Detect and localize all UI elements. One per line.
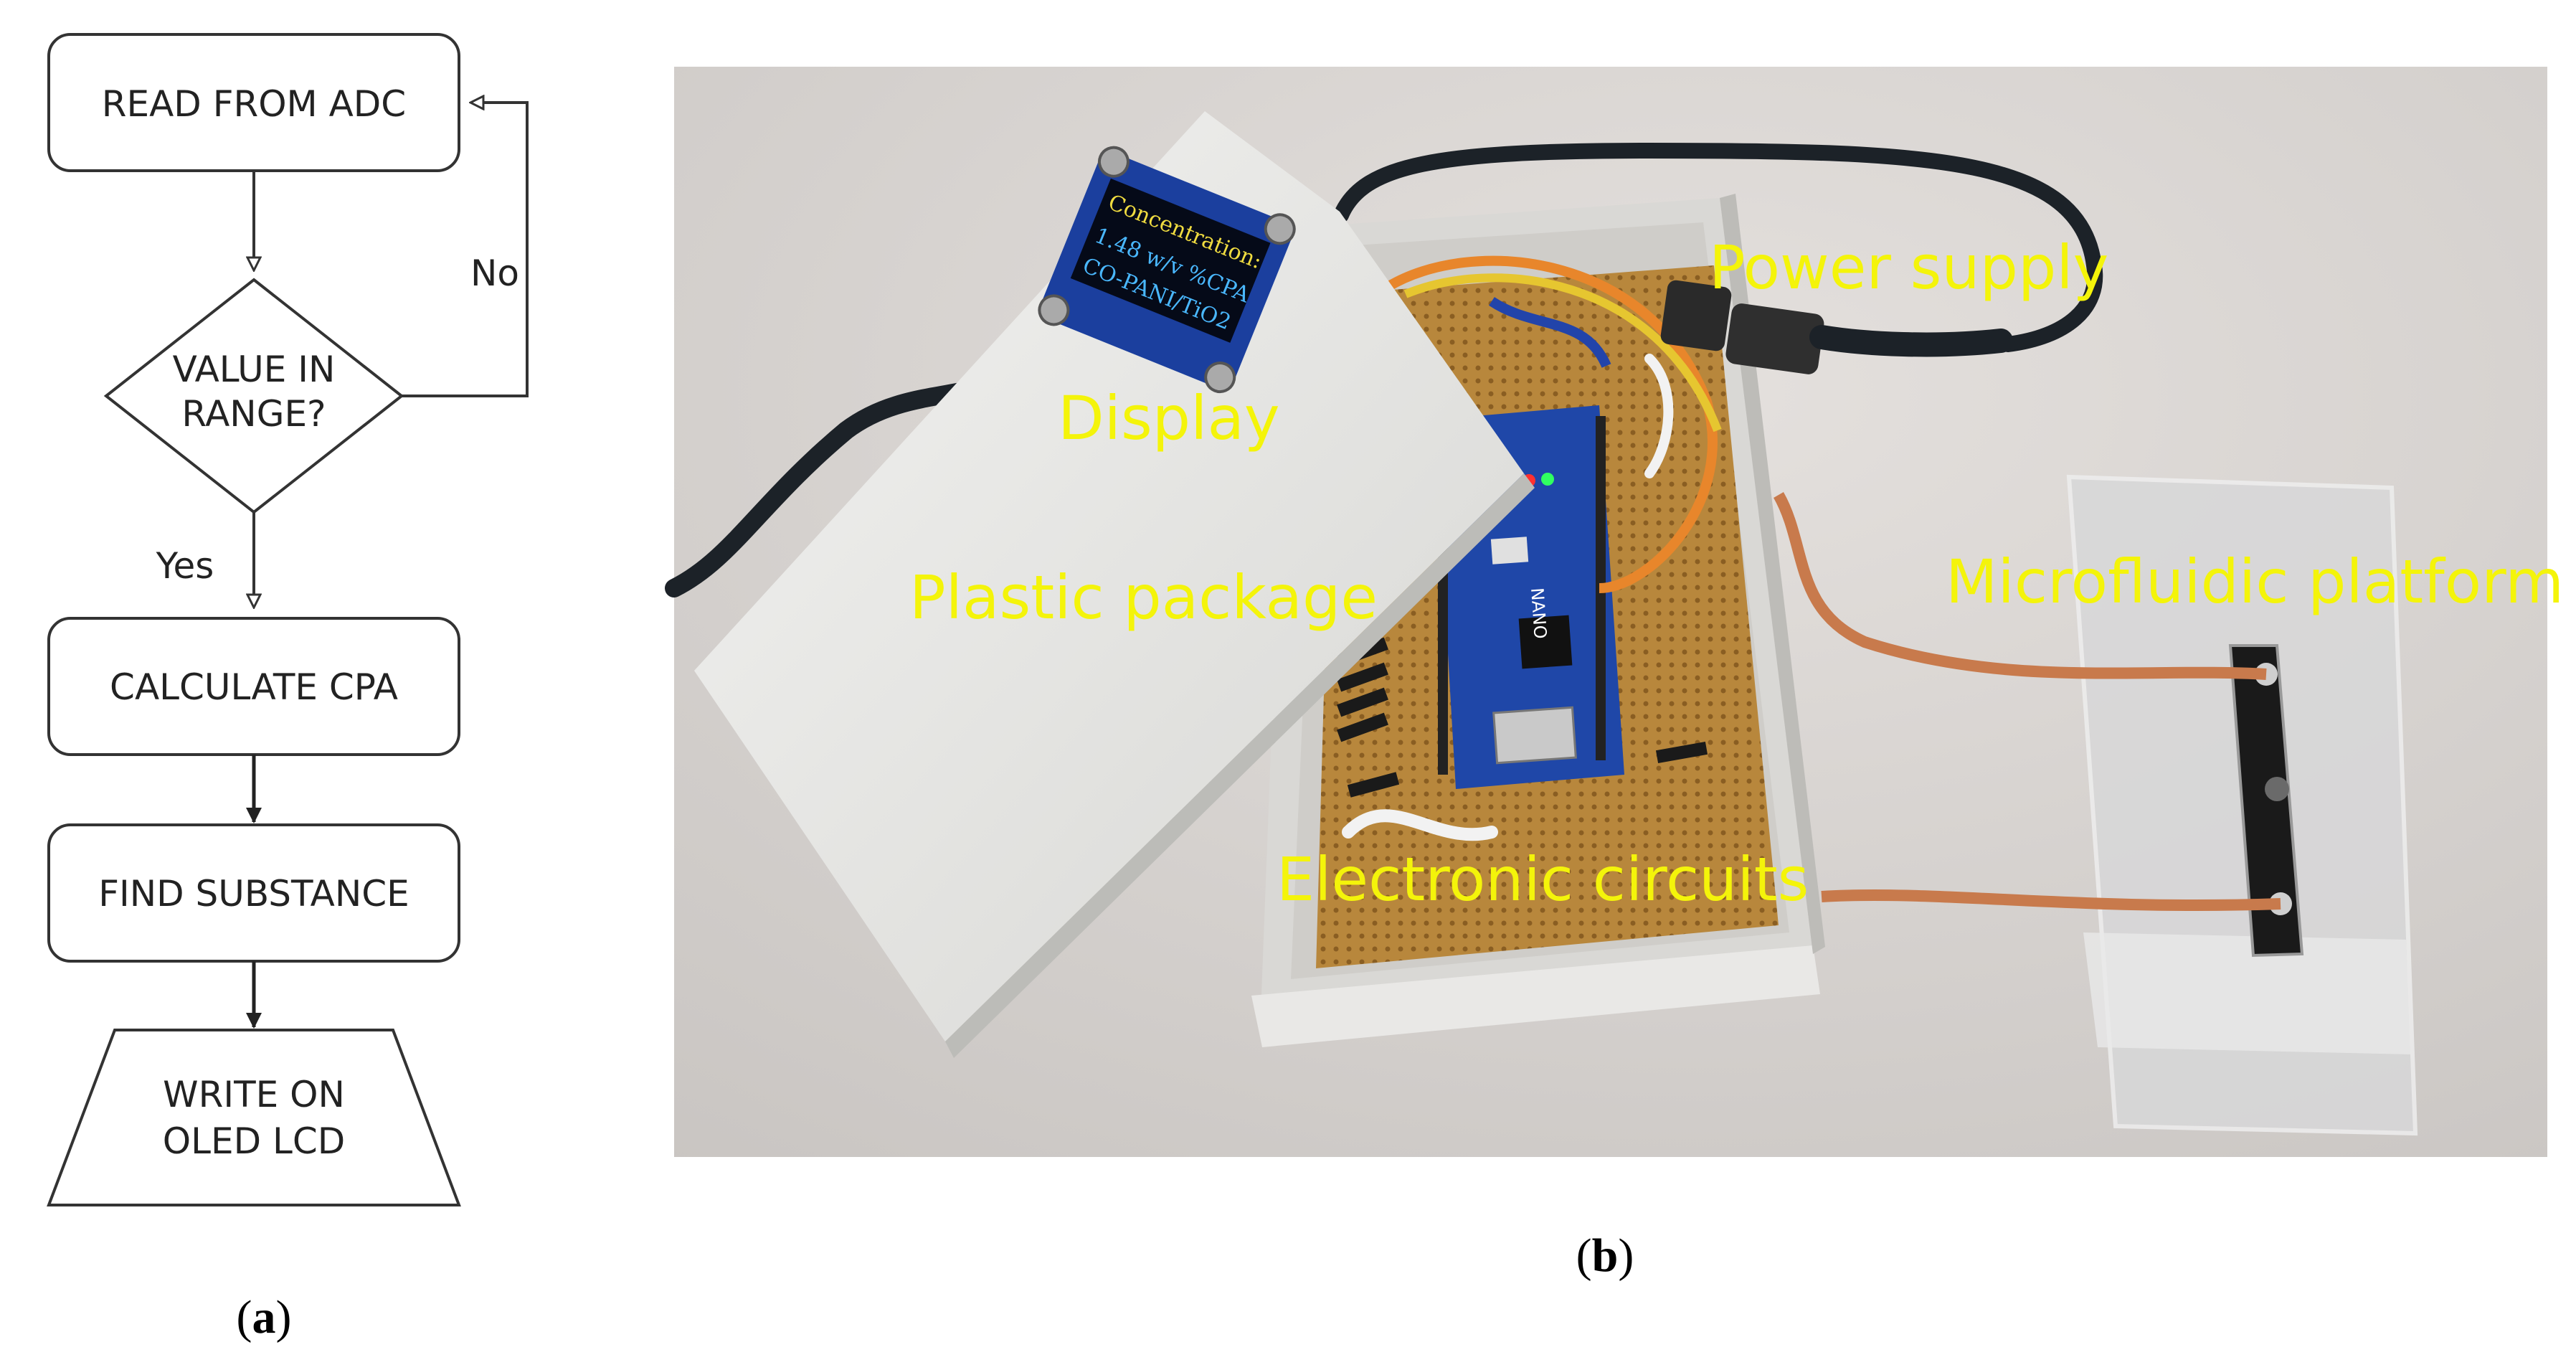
copper-wire-bottom [1821,889,2281,912]
label-microfluidic-platform: Microfluidic platform [1946,547,2564,617]
wire-yellow [1403,273,1722,433]
label-power-supply: Power supply [1709,232,2108,303]
edge-label-yes: Yes [156,545,214,587]
oled-module: Concentration: 1.48 w/v %CPA CO-PANI/TiO… [1038,146,1296,394]
step-write-trapezoid [47,1029,461,1206]
electrode-strip [2228,644,2304,958]
lid: Concentration: 1.48 w/v %CPA CO-PANI/TiO… [694,111,1535,1058]
decision-label-line2: RANGE? [181,393,326,435]
step-write-label-line1: WRITE ON [163,1074,345,1115]
wire-white-2 [1644,354,1674,478]
device-photo: NANO [665,67,2564,1282]
edge-label-no: No [470,252,519,294]
svg-text:NANO: NANO [1527,587,1550,639]
copper-wire-top [1774,492,2267,680]
wire-blue [1489,297,1611,368]
caption-a: (a) [237,1291,292,1343]
wire-white [1342,809,1498,841]
label-display: Display [1058,383,1280,453]
arrow-no-loop [402,103,529,397]
microfluidic-platform [1774,474,2418,1136]
label-plastic-package: Plastic package [909,562,1378,633]
caption-b: (b) [1576,1229,1634,1282]
enclosure: NANO [1251,194,1825,1047]
wire-orange [1385,255,1718,593]
flowchart: READ FROM ADC VALUE IN RANGE? No Yes CAL… [47,33,529,1343]
cable-top [1333,142,2103,352]
decision-label-line1: VALUE IN [173,349,336,390]
label-electronic-circuits: Electronic circuits [1277,844,1809,915]
power-jack [1660,280,2013,374]
step-write-label-line2: OLED LCD [163,1120,345,1162]
step-read-adc-label: READ FROM ADC [102,83,406,125]
step-calculate-label: CALCULATE CPA [110,666,398,708]
step-find-label: FIND SUBSTANCE [98,873,409,915]
